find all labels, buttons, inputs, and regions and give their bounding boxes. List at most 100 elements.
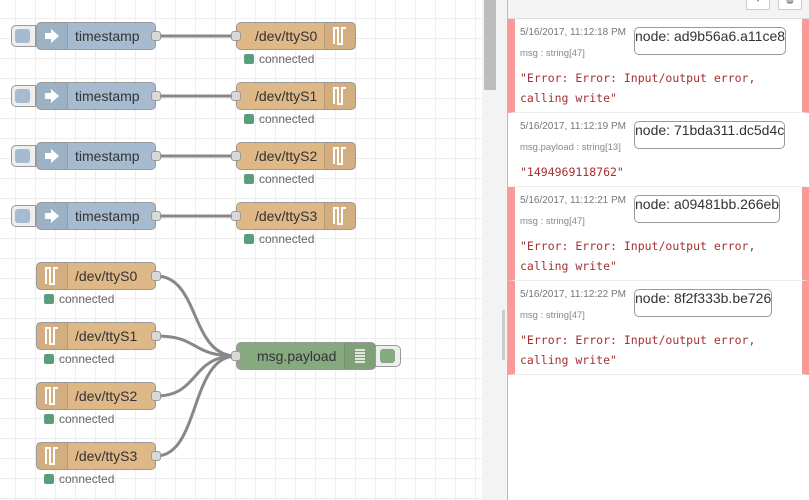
serial-port-icon [333,147,347,168]
serial-out-node[interactable]: /dev/ttyS0 [231,22,356,50]
inject-icon-box [37,143,68,169]
inject-node[interactable]: timestamp [36,22,161,50]
message-timestamp: 5/16/2017, 11:12:19 PM [520,121,627,132]
debug-toggle-face[interactable] [380,349,395,363]
message-topic: msg : string[47] [520,48,585,59]
output-port[interactable] [151,331,161,341]
serial-in-node[interactable]: /dev/ttyS0 [36,262,161,290]
workspace-scrollbar[interactable] [482,0,501,500]
inject-button-face[interactable] [15,209,30,223]
serial-icon-box [324,23,355,49]
message-node-link[interactable]: node: 71bda311.dc5d4c [634,121,786,149]
message-timestamp: 5/16/2017, 11:12:22 PM [520,289,627,300]
serial-out-node[interactable]: /dev/ttyS2 [231,142,356,170]
inject-button[interactable] [11,25,36,47]
filter-button[interactable]: ▾ [746,0,770,10]
splitter-grip[interactable] [502,310,505,360]
inject-button-face[interactable] [15,29,30,43]
debug-icon-box [344,343,375,369]
input-port[interactable] [231,211,241,221]
serial-out-node[interactable]: /dev/ttyS3 [231,202,356,230]
node-label: timestamp [75,148,140,164]
output-port[interactable] [151,271,161,281]
scrollbar-thumb[interactable] [484,0,496,90]
sidebar-splitter[interactable] [500,0,508,500]
output-port[interactable] [151,31,161,41]
serial-in-node[interactable]: /dev/ttyS1 [36,322,161,350]
node-label: /dev/ttyS1 [255,88,318,104]
inject-icon-box [37,203,68,229]
output-port[interactable] [151,91,161,101]
inject-button-face[interactable] [15,89,30,103]
status-dot [244,114,254,124]
node-status: connected [44,352,114,366]
arrow-right-icon [44,29,60,46]
message-timestamp: 5/16/2017, 11:12:18 PM [520,27,627,38]
status-dot [44,414,54,424]
message-topic: msg : string[47] [520,310,585,321]
debug-toggle-button[interactable] [375,345,401,367]
output-port[interactable] [151,391,161,401]
clear-button[interactable]: 🗑 [778,0,802,10]
serial-out-node[interactable]: /dev/ttyS1 [231,82,356,110]
debug-toolbar: ▾ 🗑 [508,0,809,19]
inject-node[interactable]: timestamp [36,82,161,110]
list-icon [354,348,366,367]
debug-message: 5/16/2017, 11:12:19 PM node: 71bda311.dc5… [508,113,809,187]
input-port[interactable] [231,151,241,161]
serial-icon-box [324,83,355,109]
message-meta: 5/16/2017, 11:12:22 PM node: 8f2f333b.be7… [520,281,797,317]
status-text: connected [259,232,315,246]
message-body: "Error: Error: Input/output error, calli… [520,71,756,105]
input-port[interactable] [231,91,241,101]
serial-port-icon [333,207,347,228]
inject-button[interactable] [11,85,36,107]
serial-icon-box [37,263,68,289]
status-dot [44,354,54,364]
node-label: /dev/ttyS2 [75,388,138,404]
node-label: timestamp [75,88,140,104]
inject-node[interactable]: timestamp [36,202,161,230]
node-status: connected [244,52,314,66]
node-status: connected [244,232,314,246]
message-topic: msg.payload : string[13] [520,142,621,153]
output-port[interactable] [151,151,161,161]
message-node-link[interactable]: node: ad9b56a6.a11ce8 [634,27,787,55]
serial-icon-box [37,323,68,349]
debug-sidebar: ▾ 🗑 5/16/2017, 11:12:18 PM node: ad9b56a6… [508,0,809,500]
message-node-link[interactable]: node: a09481bb.266eb [634,195,781,223]
input-port[interactable] [231,31,241,41]
inject-node[interactable]: timestamp [36,142,161,170]
serial-icon-box [37,443,68,469]
inject-button[interactable] [11,205,36,227]
wire [155,274,237,358]
serial-port-icon [45,267,59,288]
node-label: msg.payload [257,348,337,364]
debug-node[interactable]: msg.payload [231,342,376,370]
serial-port-icon [333,87,347,108]
flow-workspace[interactable]: timestamp /dev/ttyS0 connected timestamp… [0,0,482,500]
inject-icon-box [37,83,68,109]
status-text: connected [59,352,115,366]
inject-button-face[interactable] [15,149,30,163]
serial-icon-box [324,143,355,169]
output-port[interactable] [151,451,161,461]
output-port[interactable] [151,211,161,221]
message-body: "1494969118762" [520,165,624,179]
message-node-link[interactable]: node: 8f2f333b.be726 [634,289,773,317]
status-text: connected [59,412,115,426]
serial-in-node[interactable]: /dev/ttyS3 [36,442,161,470]
wire [155,334,237,358]
status-dot [244,54,254,64]
input-port[interactable] [231,351,241,361]
arrow-right-icon [44,89,60,106]
wire [155,354,237,458]
serial-port-icon [45,387,59,408]
status-text: connected [59,472,115,486]
wire [155,354,237,398]
serial-in-node[interactable]: /dev/ttyS2 [36,382,161,410]
status-text: connected [259,172,315,186]
inject-button[interactable] [11,145,36,167]
serial-icon-box [324,203,355,229]
